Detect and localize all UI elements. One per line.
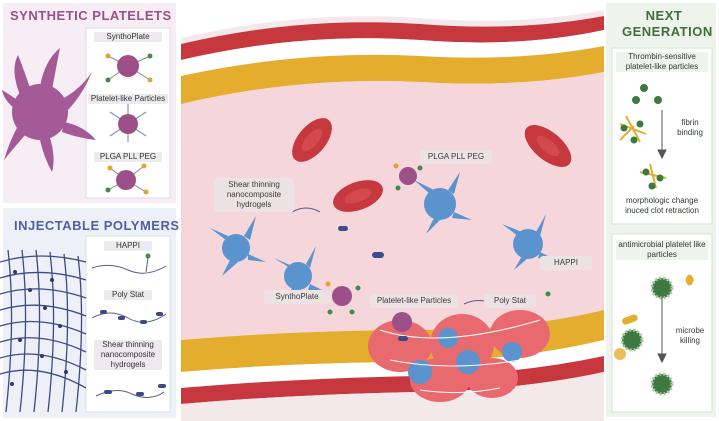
synthoplate-label: SynthoPlate bbox=[94, 32, 162, 42]
antimicrobial-particles-icon bbox=[614, 274, 694, 396]
vessel-plp-label: Platelet-like Particles bbox=[370, 294, 458, 308]
platelet-like-particles-icon bbox=[109, 104, 147, 142]
large-platelet-icon bbox=[2, 48, 96, 172]
vessel-polystat-label: Poly Stat bbox=[484, 294, 536, 308]
clot-retraction-label: morphologic change inuced clot retractio… bbox=[625, 196, 699, 215]
next-generation-title: NEXT GENERATION bbox=[622, 8, 713, 39]
hydrogel-icon bbox=[95, 384, 166, 398]
happi-label: HAPPI bbox=[104, 241, 152, 251]
fibrin-binding-label: fibrin binding bbox=[677, 118, 703, 137]
vessel-nanoparticles bbox=[291, 163, 551, 341]
microbe-killing-label: microbe killing bbox=[675, 326, 705, 345]
poly-stat-label: Poly Stat bbox=[104, 290, 152, 300]
happi-icon bbox=[91, 253, 167, 274]
vessel-happi-label: HAPPI bbox=[540, 256, 592, 270]
injectable-polymers-title: INJECTABLE POLYMERS bbox=[14, 218, 180, 233]
vessel-plga-label: PLGA PLL PEG bbox=[420, 150, 492, 164]
vessel-synthoplate-label: SynthoPlate bbox=[264, 290, 330, 304]
arrow-down-icon bbox=[657, 110, 667, 364]
plga-pll-peg-label: PLGA PLL PEG bbox=[94, 152, 162, 162]
antimicrobial-title: antimicrobial platelet like particles bbox=[616, 240, 708, 260]
vessel-shear-label: Shear thinning nanocomposite hydrogels bbox=[214, 178, 294, 212]
platelet-like-particles-label: Platelet-like Particles bbox=[88, 94, 168, 104]
mesh-nodes bbox=[10, 270, 68, 386]
hydrogels-label: Shear thinning nanocomposite hydrogels bbox=[94, 340, 162, 370]
thrombin-title: Thrombin-sensitive platelet-like particl… bbox=[616, 52, 708, 72]
synthoplate-icon bbox=[105, 53, 153, 83]
plga-pll-peg-icon bbox=[105, 163, 149, 195]
poly-stat-icon bbox=[91, 310, 167, 324]
blood-clot bbox=[368, 310, 550, 402]
thrombin-particles-icon bbox=[619, 84, 667, 190]
synthetic-platelets-title: SYNTHETIC PLATELETS bbox=[10, 8, 172, 23]
injectable-items-box bbox=[85, 235, 171, 413]
